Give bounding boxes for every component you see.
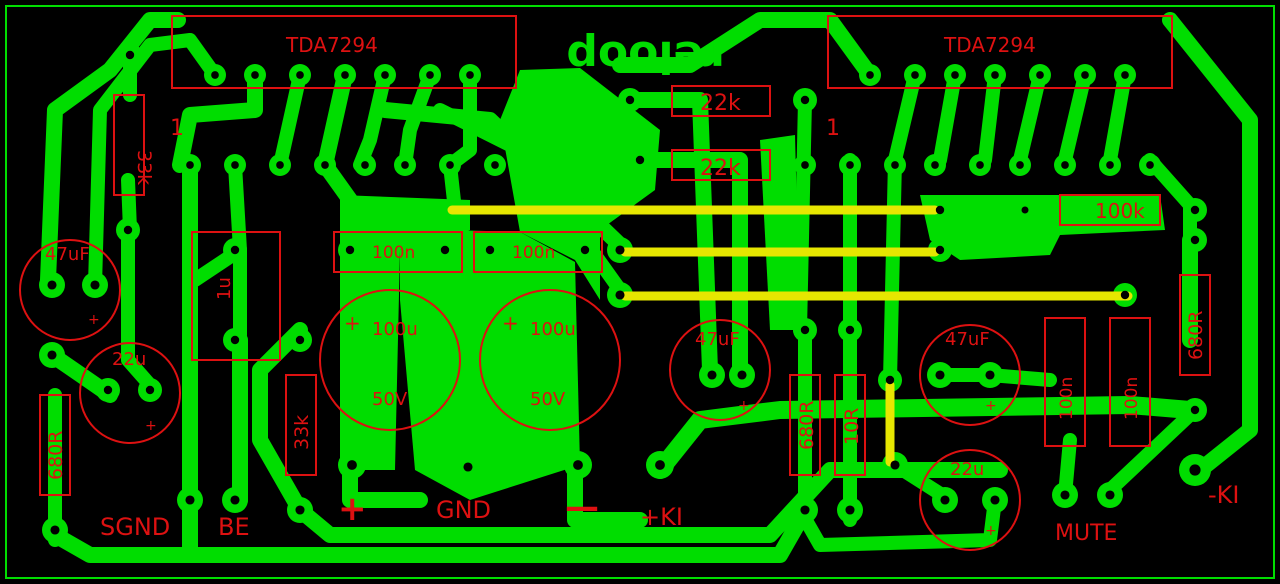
svg-text:50V: 50V bbox=[530, 389, 566, 410]
svg-text:680R: 680R bbox=[1185, 311, 1207, 360]
ic2-pin1: 1 bbox=[826, 116, 840, 141]
label-gnd: GND bbox=[436, 496, 491, 524]
svg-text:+: + bbox=[502, 311, 519, 335]
svg-text:100u: 100u bbox=[372, 319, 418, 340]
svg-text:100k: 100k bbox=[1095, 199, 1145, 223]
ic2-label: TDA7294 bbox=[943, 33, 1036, 57]
svg-text:33k: 33k bbox=[291, 415, 313, 450]
svg-text:47uF: 47uF bbox=[945, 329, 990, 350]
svg-text:100u: 100u bbox=[530, 319, 576, 340]
board-outline bbox=[5, 5, 1275, 579]
svg-text:1u: 1u bbox=[214, 277, 235, 300]
svg-text:22k: 22k bbox=[700, 91, 741, 116]
label-plus-ki: +KI bbox=[640, 503, 683, 531]
svg-text:100n: 100n bbox=[512, 243, 555, 263]
svg-text:+: + bbox=[985, 523, 997, 539]
svg-text:+: + bbox=[145, 418, 157, 434]
label-mute: MUTE bbox=[1055, 521, 1117, 546]
svg-text:47uF: 47uF bbox=[45, 244, 90, 265]
svg-text:50V: 50V bbox=[372, 389, 408, 410]
svg-text:22u: 22u bbox=[950, 459, 984, 480]
drill-holes bbox=[47, 50, 1201, 535]
brand-logo: reloop bbox=[566, 31, 725, 82]
silkscreen-text: TDA7294 TDA7294 1 1 33k 33k 22k 22k 100k… bbox=[45, 33, 1207, 539]
svg-text:47uF: 47uF bbox=[695, 329, 740, 350]
svg-text:680R: 680R bbox=[796, 401, 818, 450]
svg-text:100n: 100n bbox=[372, 243, 415, 263]
svg-text:+: + bbox=[985, 398, 997, 414]
svg-text:22k: 22k bbox=[700, 156, 741, 181]
svg-text:680R: 680R bbox=[45, 431, 67, 480]
label-minus: — bbox=[565, 487, 599, 527]
svg-text:+: + bbox=[88, 312, 100, 328]
svg-text:33k: 33k bbox=[133, 150, 155, 185]
silkscreen-outlines bbox=[19, 15, 1211, 551]
copper-pours bbox=[340, 68, 1165, 500]
label-sgnd: SGND bbox=[100, 513, 170, 541]
svg-text:22u: 22u bbox=[112, 349, 146, 370]
svg-text:100n: 100n bbox=[1122, 377, 1142, 420]
ic2-pads bbox=[794, 64, 1161, 176]
ic1-label: TDA7294 bbox=[285, 33, 378, 57]
svg-text:10R: 10R bbox=[841, 408, 863, 445]
svg-text:+: + bbox=[344, 311, 361, 335]
label-plus: + bbox=[338, 489, 367, 529]
svg-text:+: + bbox=[738, 398, 750, 414]
svg-text:100n: 100n bbox=[1057, 377, 1077, 420]
connection-labels: SGND BE + GND — +KI -KI MUTE bbox=[100, 481, 1239, 546]
jumper-wires bbox=[447, 205, 1133, 467]
label-minus-ki: -KI bbox=[1208, 481, 1239, 509]
ic1-pin1: 1 bbox=[170, 116, 184, 141]
label-be: BE bbox=[218, 513, 250, 541]
